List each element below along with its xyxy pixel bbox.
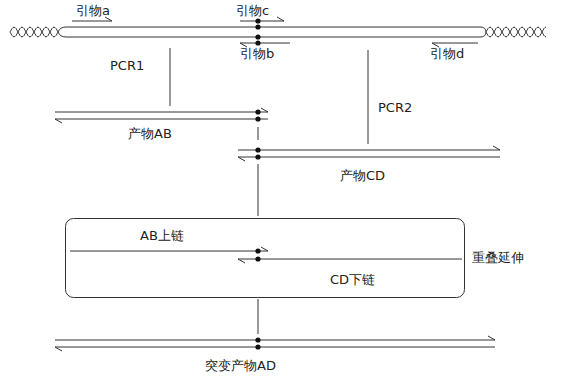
mutation-dot xyxy=(255,344,260,349)
dna-strand xyxy=(432,43,478,44)
dna-strand xyxy=(70,251,268,252)
mutation-dot xyxy=(255,34,260,39)
mutation-dot xyxy=(255,337,260,342)
arrow-barb xyxy=(261,108,268,112)
diagram-label: 引物a xyxy=(76,3,110,18)
dna-helix xyxy=(10,27,58,37)
mutation-dot xyxy=(255,40,260,45)
box-outline xyxy=(65,218,465,298)
arrow-barb xyxy=(55,347,62,351)
dna-strand xyxy=(238,150,500,151)
mutation-dot xyxy=(255,109,260,114)
diagram-label: 引物c xyxy=(236,3,269,18)
diagram-label: 产物CD xyxy=(340,168,385,183)
diagram-label: 引物d xyxy=(430,46,464,61)
arrow-barb xyxy=(277,17,284,21)
diagram-label: 引物b xyxy=(240,46,274,61)
box-text: CD下链 xyxy=(330,272,375,287)
arrow-barb xyxy=(55,119,62,123)
mutation-dot xyxy=(255,154,260,159)
arrow-barb xyxy=(493,146,500,150)
flow-line xyxy=(258,127,259,140)
dna-strand xyxy=(72,21,112,22)
diagram-label: PCR1 xyxy=(110,58,144,73)
template-dna xyxy=(58,27,486,37)
diagram-label: 产物AB xyxy=(128,126,172,141)
pcr-line xyxy=(170,48,171,106)
flow-line xyxy=(258,164,259,216)
process-box: AB上链CD下链重叠延伸 xyxy=(65,218,465,298)
pcr-line xyxy=(368,50,369,144)
diagram-label: PCR2 xyxy=(378,100,412,115)
mutation-dot xyxy=(255,18,260,23)
dna-helix xyxy=(486,27,546,37)
dna-strand xyxy=(240,21,284,22)
dna-strand xyxy=(55,340,495,341)
dna-helix xyxy=(486,27,546,37)
dna-helix xyxy=(10,27,58,37)
mutation-dot xyxy=(255,147,260,152)
arrow-barb xyxy=(238,157,245,161)
mutation-dot xyxy=(255,24,260,29)
arrow-barb xyxy=(261,247,268,251)
dna-strand xyxy=(238,259,462,260)
dna-strand xyxy=(55,112,268,113)
mutation-dot xyxy=(255,248,260,253)
dna-strand xyxy=(55,119,268,120)
arrow-barb xyxy=(238,259,245,263)
mutation-dot xyxy=(255,256,260,261)
dna-strand xyxy=(240,43,290,44)
diagram-label: 突变产物AD xyxy=(205,358,276,373)
mutation-dot xyxy=(255,116,260,121)
box-text: 重叠延伸 xyxy=(472,250,524,265)
dna-strand xyxy=(55,347,495,348)
dna-strand xyxy=(238,157,500,158)
flow-line xyxy=(258,299,259,334)
box-text: AB上链 xyxy=(140,228,184,243)
arrow-barb xyxy=(488,336,495,340)
